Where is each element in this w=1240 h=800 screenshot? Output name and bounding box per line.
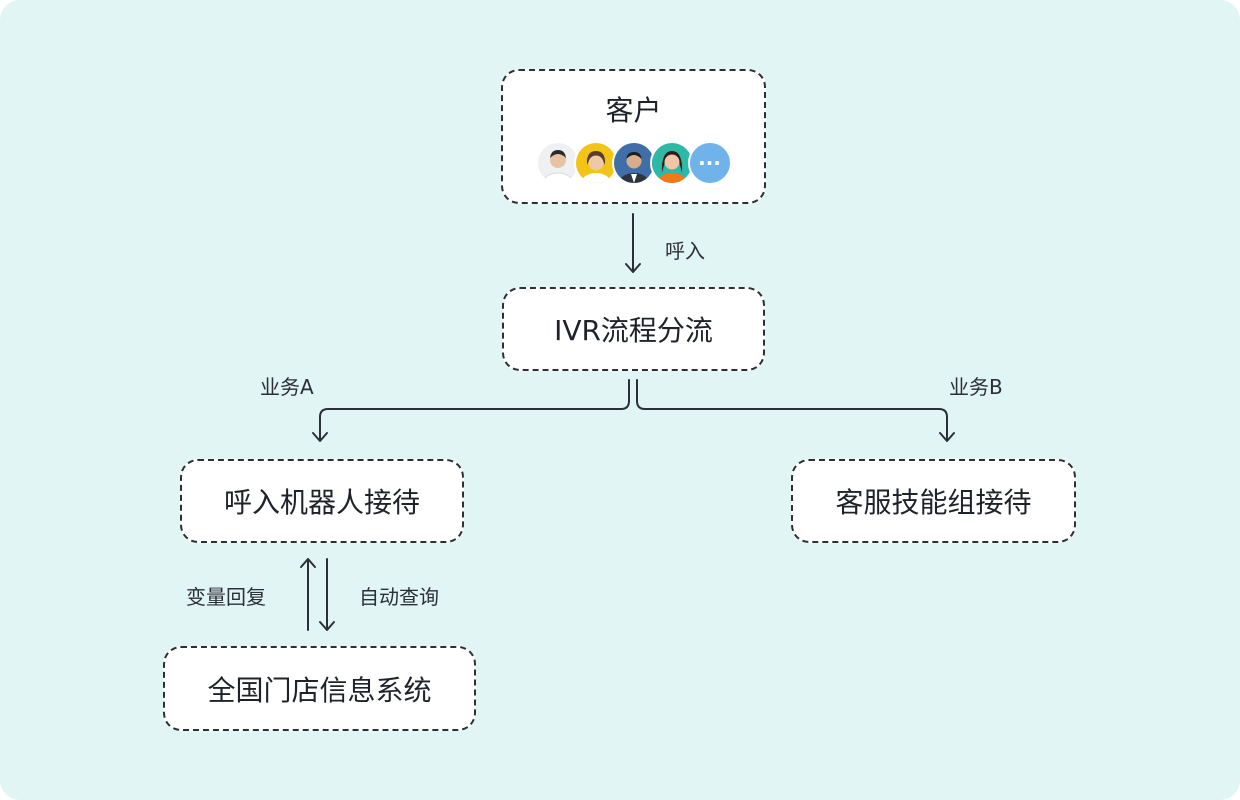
customer-node: 客户 — [501, 69, 766, 204]
arrow-auto-query — [319, 558, 335, 631]
arrow-business-a — [312, 379, 630, 442]
customer-title: 客户 — [605, 94, 662, 127]
avatar — [649, 141, 694, 185]
edge-label-inbound: 呼入 — [665, 239, 705, 263]
edge-label-business-a: 业务A — [260, 375, 314, 399]
ivr-node: IVR流程分流 — [502, 287, 765, 371]
robot-reception-node: 呼入机器人接待 — [180, 459, 464, 543]
store-system-node: 全国门店信息系统 — [163, 646, 476, 731]
arrow-business-b — [636, 379, 955, 442]
arrow-variable-reply — [300, 558, 316, 631]
avatar-group: ··· — [535, 141, 732, 185]
edge-label-business-b: 业务B — [949, 375, 1003, 399]
arrow-inbound — [625, 213, 641, 273]
edge-label-variable-reply: 变量回复 — [186, 585, 266, 609]
more-avatars-icon: ··· — [687, 141, 732, 185]
avatar — [535, 141, 580, 185]
edge-label-auto-query: 自动查询 — [359, 585, 439, 609]
avatar — [573, 141, 618, 185]
skill-group-node: 客服技能组接待 — [791, 459, 1076, 543]
avatar — [611, 141, 656, 185]
